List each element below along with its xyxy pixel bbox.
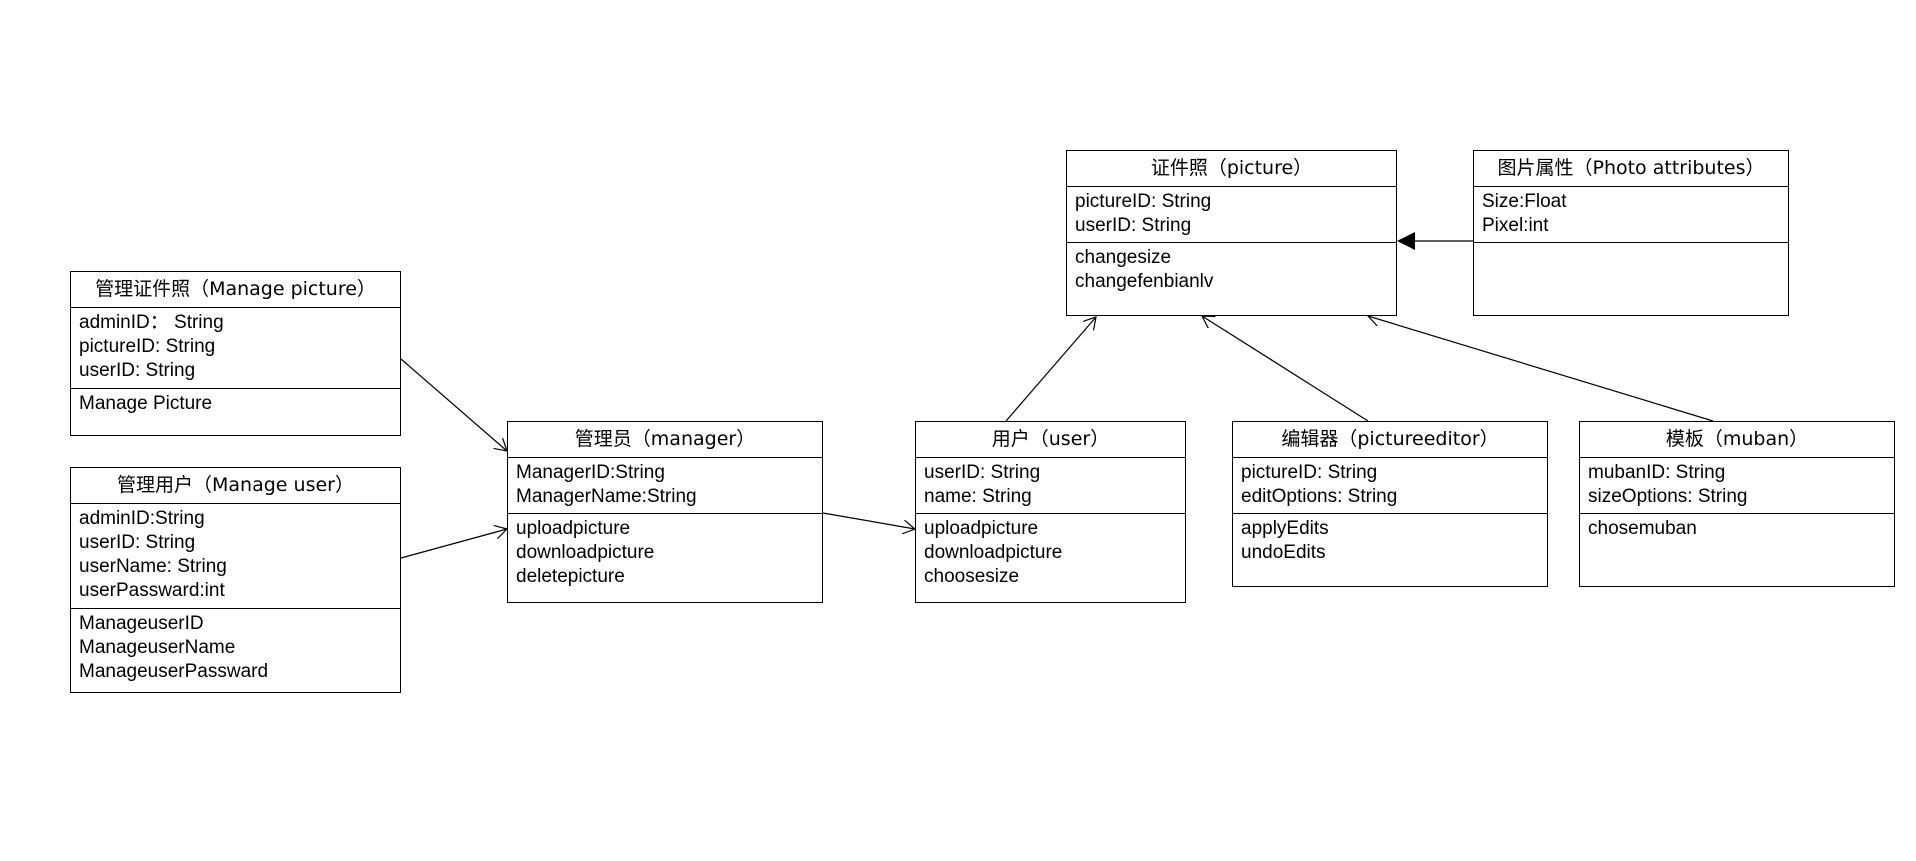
operation: downloadpicture xyxy=(924,542,1063,563)
attribute: userID: String xyxy=(924,462,1041,483)
operation: uploadpicture xyxy=(516,518,631,539)
filled-arrowhead-icon xyxy=(1397,232,1415,250)
link-manage-picture-to-manager xyxy=(400,358,507,451)
attribute: ManagerID:String xyxy=(516,462,665,483)
operation: changefenbianlv xyxy=(1075,271,1214,292)
attribute: Size:Float xyxy=(1482,191,1567,212)
attribute: pictureID: String xyxy=(1241,462,1378,483)
attribute: userPassward:int xyxy=(79,580,225,601)
operations-compartment: applyEdits undoEdits xyxy=(1233,514,1547,567)
operations-compartment xyxy=(1474,243,1788,248)
class-photo-attributes[interactable]: 图片属性（Photo attributes） Size:Float Pixel:… xyxy=(1473,150,1789,316)
attributes-compartment: adminID： String pictureID: String userID… xyxy=(71,308,400,389)
attribute: editOptions: String xyxy=(1241,486,1398,507)
operation: ManageuserID xyxy=(79,613,204,634)
class-manage-user[interactable]: 管理用户（Manage user） adminID:String userID:… xyxy=(70,467,401,693)
class-title: 管理员（manager） xyxy=(508,422,822,458)
operation: uploadpicture xyxy=(924,518,1039,539)
link-user-to-picture xyxy=(1005,317,1096,422)
class-user[interactable]: 用户（user） userID: String name: String upl… xyxy=(915,421,1186,603)
attributes-compartment: adminID:String userID: String userName: … xyxy=(71,504,400,609)
operation: changesize xyxy=(1075,247,1172,268)
link-manager-to-user xyxy=(822,512,915,529)
attribute: adminID： String xyxy=(79,312,224,333)
attribute: mubanID: String xyxy=(1588,462,1726,483)
attribute: name: String xyxy=(924,486,1032,507)
attribute: pictureID: String xyxy=(1075,191,1212,212)
attribute: ManagerName:String xyxy=(516,486,697,507)
operation: chosemuban xyxy=(1588,518,1697,539)
attributes-compartment: userID: String name: String xyxy=(916,458,1185,514)
operation: ManageuserPassward xyxy=(79,661,269,682)
operation: applyEdits xyxy=(1241,518,1329,539)
class-title: 管理用户（Manage user） xyxy=(71,468,400,504)
link-pictureeditor-to-picture xyxy=(1202,316,1369,422)
class-title: 用户（user） xyxy=(916,422,1185,458)
operations-compartment: uploadpicture downloadpicture choosesize xyxy=(916,514,1185,591)
attribute: userName: String xyxy=(79,556,227,577)
class-manage-picture[interactable]: 管理证件照（Manage picture） adminID： String pi… xyxy=(70,271,401,436)
operation: ManageuserName xyxy=(79,637,236,658)
class-title: 管理证件照（Manage picture） xyxy=(71,272,400,308)
attributes-compartment: ManagerID:String ManagerName:String xyxy=(508,458,822,514)
attribute: userID: String xyxy=(79,532,196,553)
attributes-compartment: pictureID: String editOptions: String xyxy=(1233,458,1547,514)
class-title: 编辑器（pictureeditor） xyxy=(1233,422,1547,458)
operation: choosesize xyxy=(924,566,1020,587)
attribute: adminID:String xyxy=(79,508,205,529)
operations-compartment: chosemuban xyxy=(1580,514,1894,543)
class-pictureeditor[interactable]: 编辑器（pictureeditor） pictureID: String edi… xyxy=(1232,421,1548,587)
attributes-compartment: mubanID: String sizeOptions: String xyxy=(1580,458,1894,514)
attribute: pictureID: String xyxy=(79,336,216,357)
attributes-compartment: pictureID: String userID: String xyxy=(1067,187,1396,243)
operations-compartment: ManageuserID ManageuserName ManageuserPa… xyxy=(71,609,400,686)
operation: Manage Picture xyxy=(79,393,213,414)
class-title: 模板（muban） xyxy=(1580,422,1894,458)
class-manager[interactable]: 管理员（manager） ManagerID:String ManagerNam… xyxy=(507,421,823,603)
attribute: Pixel:int xyxy=(1482,215,1549,236)
operations-compartment: changesize changefenbianlv xyxy=(1067,243,1396,296)
attribute: userID: String xyxy=(79,360,196,381)
operations-compartment: Manage Picture xyxy=(71,389,400,418)
link-muban-to-picture xyxy=(1368,316,1714,422)
link-manage-user-to-manager xyxy=(400,529,507,559)
operation: deletepicture xyxy=(516,566,625,587)
class-title: 图片属性（Photo attributes） xyxy=(1474,151,1788,187)
class-title: 证件照（picture） xyxy=(1067,151,1396,187)
operation: undoEdits xyxy=(1241,542,1326,563)
attribute: sizeOptions: String xyxy=(1588,486,1748,507)
attributes-compartment: Size:Float Pixel:int xyxy=(1474,187,1788,243)
operations-compartment: uploadpicture downloadpicture deletepict… xyxy=(508,514,822,591)
class-muban[interactable]: 模板（muban） mubanID: String sizeOptions: S… xyxy=(1579,421,1895,587)
attribute: userID: String xyxy=(1075,215,1192,236)
operation: downloadpicture xyxy=(516,542,655,563)
class-picture[interactable]: 证件照（picture） pictureID: String userID: S… xyxy=(1066,150,1397,316)
